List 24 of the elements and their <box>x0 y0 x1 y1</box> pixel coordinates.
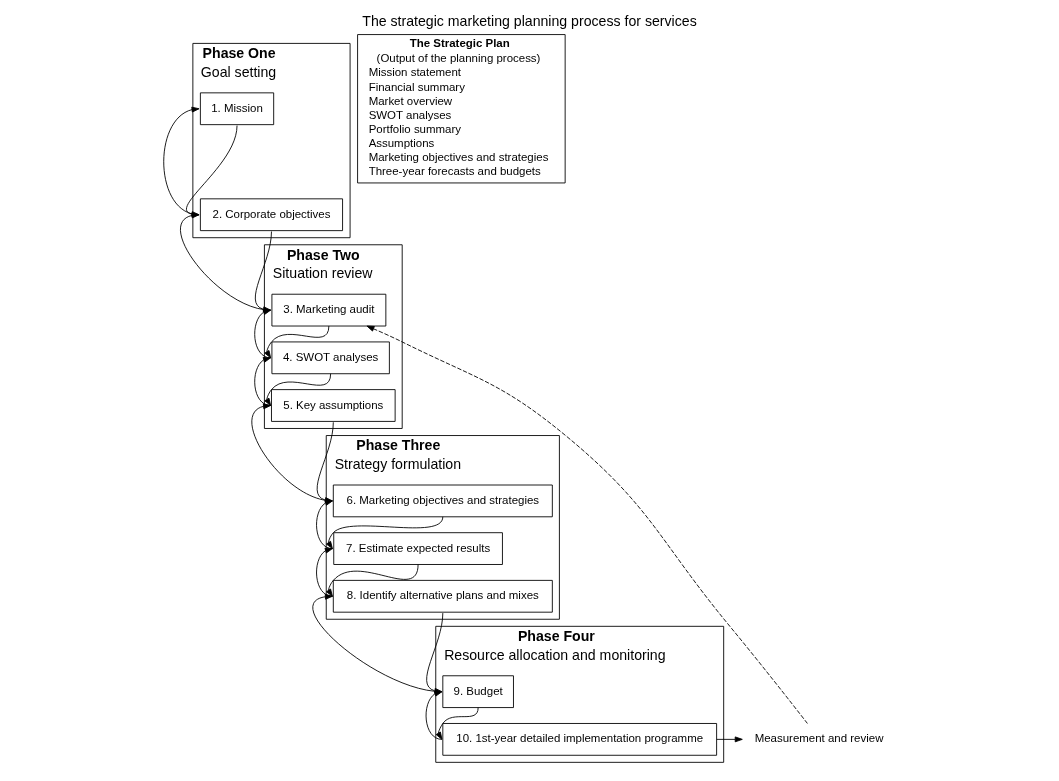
arrow <box>316 500 333 550</box>
node-box: 5. Key assumptions <box>271 389 396 422</box>
node-box: 1. Mission <box>199 92 275 126</box>
arrow <box>264 325 330 359</box>
arrow <box>326 564 419 597</box>
arrow <box>716 736 743 743</box>
arrow <box>316 547 333 597</box>
arrow <box>366 325 808 724</box>
node-box: 7. Estimate expected results <box>333 532 503 565</box>
node-text: Measurement and review <box>754 732 884 745</box>
node-box: 10. 1st-year detailed implementation programme <box>442 723 718 756</box>
node-box: The Strategic Plan (Output of the planning process) Mission statement Financial summary Market overview SWOT analyses Portfolio summary Assumptions Marketing objectives and strategies Three-year forecasts and budgets <box>357 34 566 184</box>
arrow <box>254 357 272 406</box>
node-box: 9. Budget <box>442 675 514 708</box>
arrow <box>425 690 443 740</box>
arrow <box>326 516 444 550</box>
node-box: 6. Marketing objectives and strategies <box>332 484 553 518</box>
node-box: 2. Corporate objectives <box>199 198 343 232</box>
node-box: 8. Identify alternative plans and mixes <box>332 579 553 613</box>
node-box: 4. SWOT analyses <box>271 341 390 375</box>
arrow <box>435 707 479 740</box>
node-box: 3. Marketing audit <box>271 293 387 327</box>
diagram-title: The strategic marketing planning process for services <box>362 13 697 30</box>
arrow <box>254 309 272 359</box>
